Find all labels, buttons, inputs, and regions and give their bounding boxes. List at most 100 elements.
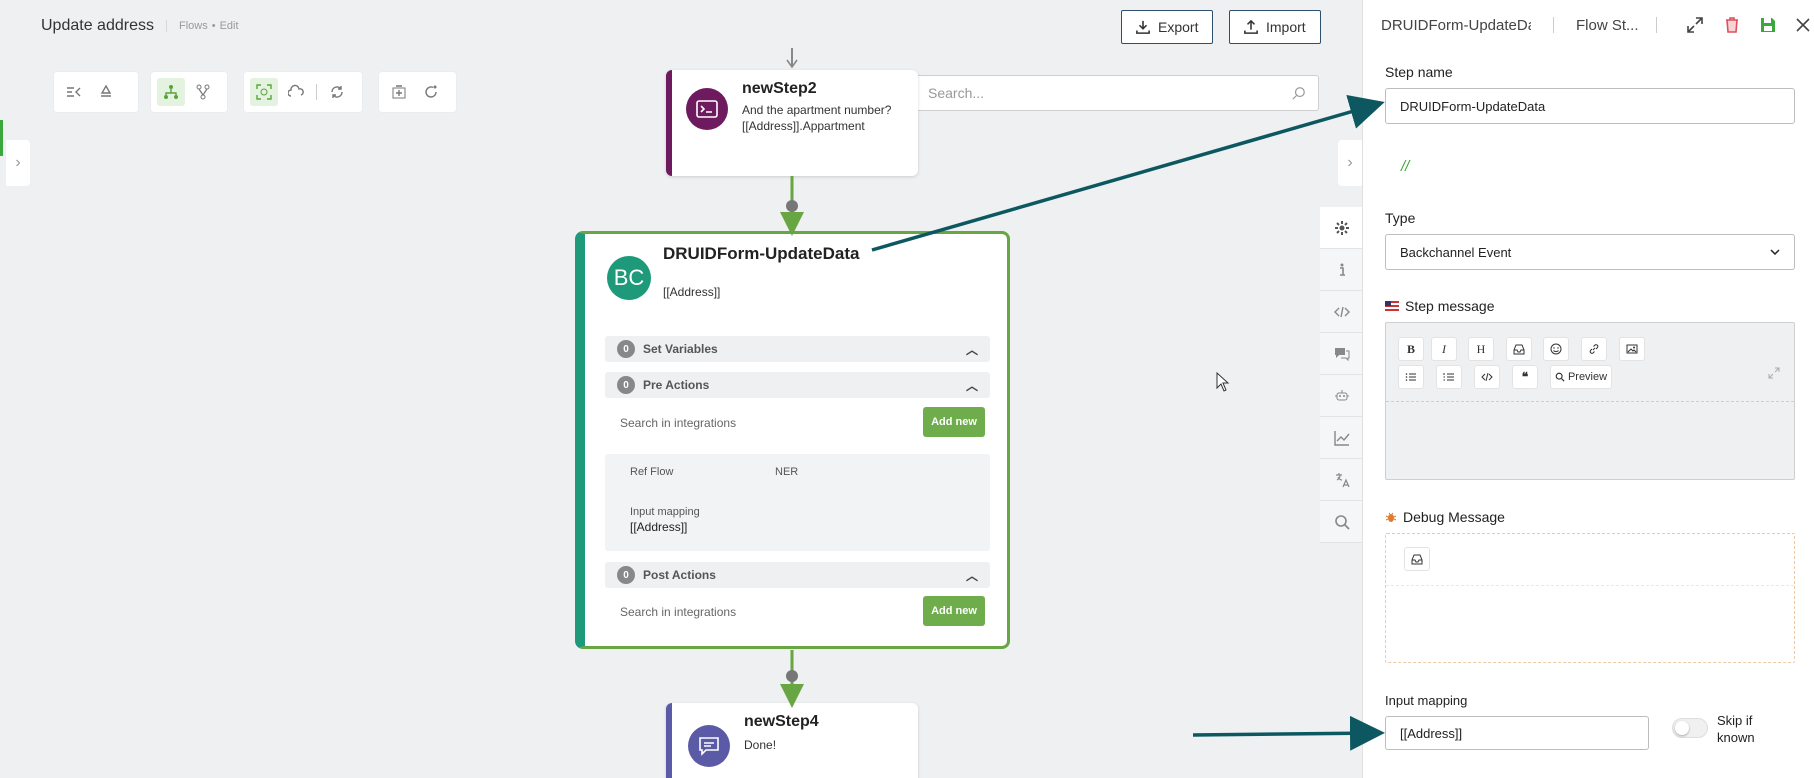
flow-node-newstep2[interactable]: newStep2 And the apartment number? [[Add… <box>666 70 918 176</box>
ai-scan-icon[interactable] <box>250 78 278 106</box>
chevron-up-icon[interactable]: ︿ <box>965 569 978 583</box>
pre-actions-label: Pre Actions <box>643 378 710 392</box>
top-bar: Update address Flows•Edit <box>0 0 1362 52</box>
chevron-down-icon <box>1770 249 1780 256</box>
pre-actions-search-input[interactable]: Search in integrations <box>605 407 900 437</box>
import-label: Import <box>1266 19 1306 35</box>
panel-header-separator <box>1553 17 1554 33</box>
post-actions-add-new-button[interactable]: Add new <box>923 596 985 626</box>
upload-icon <box>1244 20 1258 34</box>
bold-icon[interactable]: B <box>1398 337 1424 361</box>
post-actions-count: 0 <box>617 566 635 584</box>
preview-button[interactable]: Preview <box>1550 365 1612 389</box>
ref-flow-box: Ref Flow NER Input mapping [[Address]] <box>605 454 990 551</box>
heading-icon[interactable]: H <box>1468 337 1494 361</box>
node-avatar: BC <box>607 256 651 300</box>
skip-if-known-toggle[interactable] <box>1672 718 1708 738</box>
chevron-up-icon[interactable]: ︿ <box>965 379 978 393</box>
page-title: Update address <box>41 17 154 34</box>
refresh-icon[interactable] <box>417 78 445 106</box>
breadcrumb-edit: Edit <box>219 20 239 32</box>
set-variables-count: 0 <box>617 340 635 358</box>
export-button[interactable]: Export <box>1121 10 1214 44</box>
recycle-icon[interactable] <box>92 78 120 106</box>
branch-icon[interactable] <box>189 78 217 106</box>
comments-icon[interactable] <box>1320 333 1364 375</box>
panel-title: DRUIDForm-UpdateDa <box>1381 16 1531 34</box>
emoji-icon[interactable] <box>1543 337 1569 361</box>
right-panel-toggle[interactable]: › <box>1338 140 1362 186</box>
inbox-icon[interactable] <box>1404 547 1430 571</box>
numbered-list-icon[interactable] <box>1436 365 1462 389</box>
bullet-list-icon[interactable] <box>1398 365 1424 389</box>
panel-header-separator <box>1656 17 1657 33</box>
export-label: Export <box>1158 19 1199 35</box>
node-line1: Done! <box>744 738 777 752</box>
expand-icon[interactable] <box>1687 17 1703 33</box>
step-name-input[interactable]: DRUIDForm-UpdateData <box>1385 88 1795 124</box>
chat-icon <box>688 725 730 767</box>
node-line2: [[Address]].Appartment <box>742 119 865 133</box>
collapse-icon[interactable] <box>60 78 88 106</box>
fullscreen-icon[interactable] <box>1768 367 1780 379</box>
import-button[interactable]: Import <box>1229 10 1321 44</box>
cloud-user-icon[interactable] <box>282 78 310 106</box>
type-select[interactable]: Backchannel Event <box>1385 234 1795 270</box>
inbox-icon[interactable] <box>1506 337 1532 361</box>
node-side-tabs <box>1320 207 1364 543</box>
image-icon[interactable] <box>1619 337 1645 361</box>
node-title: newStep2 <box>742 80 817 97</box>
info-icon[interactable] <box>1320 249 1364 291</box>
add-node-icon[interactable] <box>385 78 413 106</box>
step-name-label: Step name <box>1385 64 1453 80</box>
comment-marker[interactable]: // <box>1401 158 1410 175</box>
step-message-editor[interactable]: B I H ❝ Preview <box>1385 322 1795 480</box>
code-icon[interactable] <box>1474 365 1500 389</box>
panel-subtitle: Flow St... <box>1576 16 1639 34</box>
chevron-up-icon[interactable]: ︿ <box>965 343 978 357</box>
step-message-label: Step message <box>1405 298 1495 314</box>
node-subtitle: [[Address]] <box>663 285 721 299</box>
editor-divider <box>1386 585 1794 586</box>
toolbar-group-actions <box>379 72 456 112</box>
post-actions-search-input[interactable]: Search in integrations <box>605 596 900 626</box>
flow-node-druidform-updatedata[interactable]: BC DRUIDForm-UpdateData [[Address]] 0 Se… <box>575 231 1010 649</box>
node-title: DRUIDForm-UpdateData <box>663 244 860 263</box>
code-icon[interactable] <box>1320 291 1364 333</box>
debug-message-editor[interactable] <box>1385 533 1795 663</box>
chart-line-icon[interactable] <box>1320 417 1364 459</box>
link-icon[interactable] <box>1581 337 1607 361</box>
debug-message-label: Debug Message <box>1403 509 1505 525</box>
post-actions-label: Post Actions <box>643 568 716 582</box>
search-icon[interactable] <box>1320 501 1364 543</box>
pre-actions-count: 0 <box>617 376 635 394</box>
chevron-right-icon: › <box>1347 154 1353 171</box>
left-panel-toggle[interactable]: › <box>6 140 30 186</box>
breadcrumb-flows[interactable]: Flows <box>178 20 208 32</box>
input-mapping-input[interactable]: [[Address]] <box>1385 716 1649 750</box>
pre-actions-add-new-button[interactable]: Add new <box>923 407 985 437</box>
robot-icon[interactable] <box>1320 375 1364 417</box>
toolbar-group-view <box>54 72 138 112</box>
type-label: Type <box>1385 210 1416 226</box>
italic-icon[interactable]: I <box>1431 337 1457 361</box>
ref-input-mapping-value: [[Address]] <box>630 520 688 534</box>
pre-actions-section[interactable]: 0 Pre Actions ︿ <box>605 372 990 398</box>
quote-icon[interactable]: ❝ <box>1512 365 1538 389</box>
sync-icon[interactable] <box>323 78 351 106</box>
toolbar-separator <box>316 84 317 100</box>
canvas-search-input[interactable]: Search... <box>915 75 1319 111</box>
post-actions-section[interactable]: 0 Post Actions ︿ <box>605 562 990 588</box>
hierarchy-icon[interactable] <box>157 78 185 106</box>
translate-icon[interactable] <box>1320 459 1364 501</box>
trash-icon[interactable] <box>1724 17 1740 33</box>
flow-canvas[interactable]: Update address Flows•Edit Export Import … <box>0 0 1364 778</box>
type-select-value: Backchannel Event <box>1400 244 1512 260</box>
flow-node-newstep4[interactable]: newStep4 Done! <box>666 703 918 778</box>
save-icon[interactable] <box>1760 17 1776 33</box>
editor-divider <box>1386 401 1794 402</box>
breadcrumb-dot: • <box>211 20 216 32</box>
gear-icon[interactable] <box>1320 207 1364 249</box>
close-icon[interactable] <box>1795 17 1811 33</box>
set-variables-section[interactable]: 0 Set Variables ︿ <box>605 336 990 362</box>
